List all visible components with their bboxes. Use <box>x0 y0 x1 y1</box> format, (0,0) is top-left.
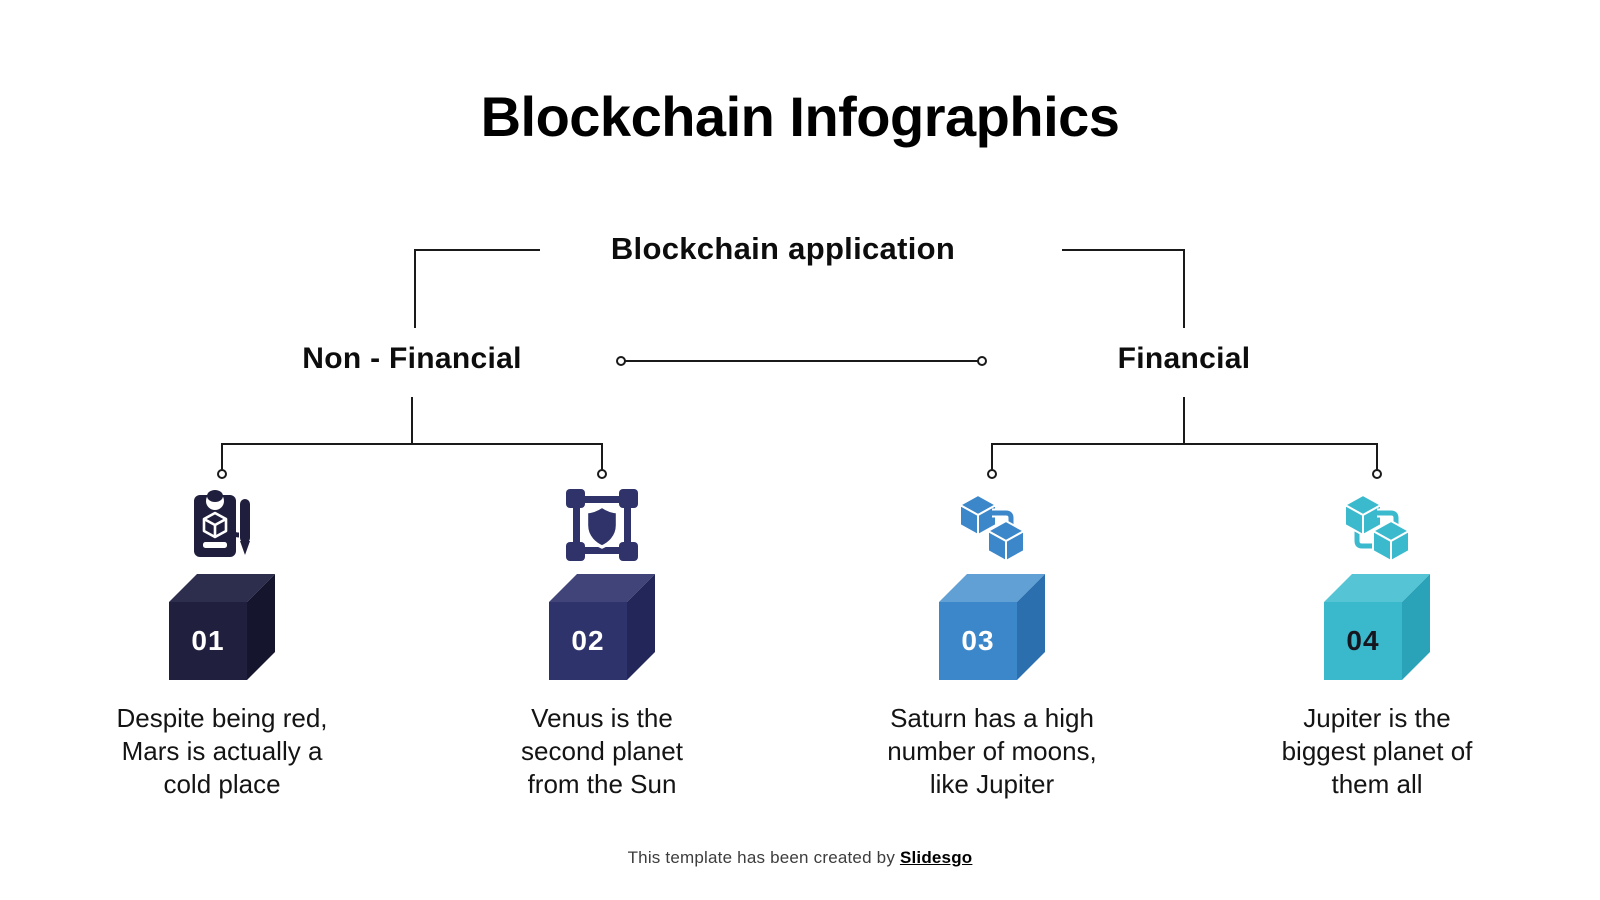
connector-financial-crossbar <box>991 443 1378 445</box>
connector-between-branches <box>624 360 982 362</box>
connector-item4-stub <box>1376 443 1378 470</box>
connector-root-right-vertical <box>1183 249 1185 328</box>
step-number: 04 <box>1346 625 1380 656</box>
clipboard-pen-icon <box>82 488 362 562</box>
step-number: 01 <box>191 625 225 656</box>
item-description: Venus is the second planet from the Sun <box>521 703 683 799</box>
connector-item3-stub <box>991 443 993 470</box>
number-cube: 03 <box>939 574 1045 680</box>
item-02: 02 Venus is the second planet from the S… <box>462 488 742 801</box>
item-description: Despite being red, Mars is actually a co… <box>116 703 328 799</box>
branch-label-non-financial: Non - Financial <box>302 342 522 375</box>
footer-credit-text: This template has been created by <box>627 848 900 867</box>
connector-endpoint-dot <box>597 469 607 479</box>
connector-root-right-horizontal <box>1062 249 1185 251</box>
item-03: 03 Saturn has a high number of moons, li… <box>852 488 1132 801</box>
connector-nonfinancial-crossbar <box>221 443 603 445</box>
root-node-label: Blockchain application <box>610 231 956 266</box>
connector-endpoint-dot <box>987 469 997 479</box>
linked-cubes-icon <box>852 488 1132 562</box>
branch-label-financial: Financial <box>1117 342 1251 375</box>
item-01: 01 Despite being red, Mars is actually a… <box>82 488 362 801</box>
connector-endpoint-dot <box>217 469 227 479</box>
network-shield-icon <box>462 488 742 562</box>
linked-cubes-icon <box>1237 488 1517 562</box>
number-cube: 04 <box>1324 574 1430 680</box>
connector-endpoint-dot <box>977 356 987 366</box>
connector-item2-stub <box>601 443 603 470</box>
number-cube: 02 <box>549 574 655 680</box>
connector-endpoint-dot <box>1372 469 1382 479</box>
item-04: 04 Jupiter is the biggest planet of them… <box>1237 488 1517 801</box>
page-title: Blockchain Infographics <box>480 85 1120 148</box>
step-number: 02 <box>571 625 605 656</box>
connector-nonfinancial-stem <box>411 397 413 443</box>
connector-root-left-horizontal <box>415 249 540 251</box>
connector-financial-stem <box>1183 397 1185 443</box>
number-cube: 01 <box>169 574 275 680</box>
connector-item1-stub <box>221 443 223 470</box>
item-description: Jupiter is the biggest planet of them al… <box>1281 703 1473 799</box>
connector-root-left-vertical <box>414 249 416 328</box>
connector-endpoint-dot <box>616 356 626 366</box>
footer-credit: This template has been created by Slides… <box>0 848 1600 868</box>
step-number: 03 <box>961 625 995 656</box>
item-description: Saturn has a high number of moons, like … <box>887 703 1097 799</box>
slidesgo-link[interactable]: Slidesgo <box>899 848 973 867</box>
